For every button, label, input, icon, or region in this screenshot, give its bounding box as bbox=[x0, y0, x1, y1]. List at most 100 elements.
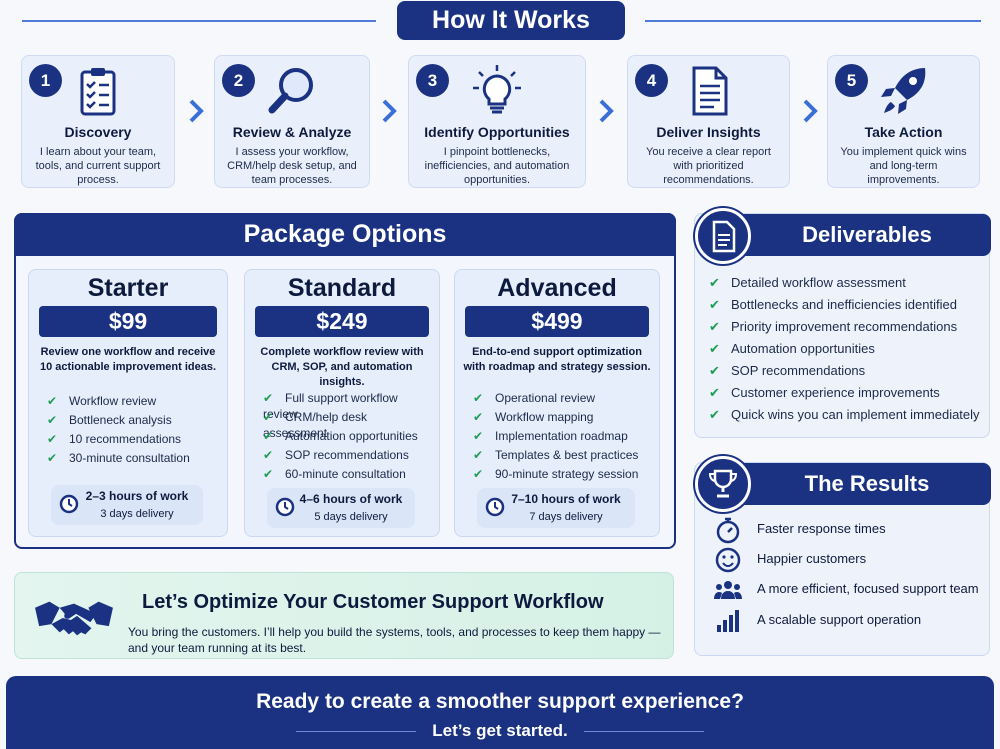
step-number: 1 bbox=[29, 64, 62, 97]
package-description: End-to-end support optimization with roa… bbox=[463, 346, 651, 373]
deliverables-panel: Deliverables ✔Detailed workflow assessme… bbox=[694, 213, 991, 438]
check-icon: ✔ bbox=[473, 391, 484, 405]
delivery-days: 5 days delivery bbox=[314, 511, 388, 523]
feature-item: ✔Workflow review bbox=[47, 394, 157, 408]
stopwatch-icon bbox=[716, 517, 740, 544]
delivery-days: 7 days delivery bbox=[529, 511, 603, 523]
check-icon: ✔ bbox=[263, 467, 274, 481]
team-icon bbox=[714, 581, 742, 599]
cta-title: Let’s Optimize Your Customer Support Wor… bbox=[142, 591, 604, 613]
magnifying-glass-icon bbox=[268, 68, 313, 114]
banner-line-left bbox=[296, 731, 416, 732]
results-badge bbox=[695, 456, 751, 512]
step-take-action: 5 Take Action You implement quick wins a… bbox=[827, 55, 980, 188]
banner-line-right bbox=[584, 731, 704, 732]
check-icon: ✔ bbox=[47, 432, 58, 446]
package-name: Standard bbox=[287, 274, 397, 302]
feature-item: ✔Bottleneck analysis bbox=[47, 413, 172, 427]
package-options-title: Package Options bbox=[14, 213, 676, 256]
check-icon: ✔ bbox=[473, 467, 484, 481]
check-icon: ✔ bbox=[709, 341, 720, 356]
delivery-info: 4–6 hours of work 5 days delivery bbox=[267, 488, 415, 528]
clock-icon bbox=[485, 497, 505, 517]
smiley-icon bbox=[715, 547, 741, 573]
check-icon: ✔ bbox=[263, 448, 274, 462]
clipboard-checklist-icon bbox=[80, 68, 116, 116]
package-price: $249 bbox=[255, 306, 429, 337]
check-icon: ✔ bbox=[473, 448, 484, 462]
package-options-panel: Package Options Starter $99 Review one w… bbox=[14, 213, 676, 549]
check-icon: ✔ bbox=[473, 410, 484, 424]
step-title: Take Action bbox=[864, 124, 943, 140]
package-card-starter[interactable]: Starter $99 Review one workflow and rece… bbox=[28, 269, 228, 537]
check-icon: ✔ bbox=[709, 407, 720, 422]
result-item: Happier customers bbox=[695, 545, 989, 575]
feature-item: ✔SOP recommendations bbox=[263, 448, 409, 462]
trophy-icon bbox=[708, 469, 738, 498]
deliverables-title: Deliverables bbox=[723, 214, 991, 256]
feature-item: ✔Templates & best practices bbox=[473, 448, 639, 462]
check-icon: ✔ bbox=[709, 363, 720, 378]
step-title: Deliver Insights bbox=[656, 124, 761, 140]
document-icon bbox=[712, 220, 736, 253]
package-name: Starter bbox=[87, 274, 169, 302]
package-card-advanced[interactable]: Advanced $499 End-to-end support optimiz… bbox=[454, 269, 660, 537]
feature-item: ✔Implementation roadmap bbox=[473, 429, 628, 443]
step-description: I learn about your team, tools, and curr… bbox=[35, 146, 161, 186]
delivery-info: 2–3 hours of work 3 days delivery bbox=[51, 485, 203, 525]
package-description: Review one workflow and receive 10 actio… bbox=[39, 346, 217, 373]
get-started-banner: Ready to create a smoother support exper… bbox=[6, 676, 994, 749]
step-identify-opportunities: 3 Identify Opportunities I pinpoint bott… bbox=[408, 55, 586, 188]
chevron-right-icon bbox=[599, 99, 614, 123]
results-title: The Results bbox=[723, 463, 991, 505]
result-item: A scalable support operation bbox=[695, 606, 989, 636]
banner-question: Ready to create a smoother support exper… bbox=[256, 690, 744, 713]
step-review-analyze: 2 Review & Analyze I assess your workflo… bbox=[214, 55, 370, 188]
header-line-left bbox=[22, 20, 376, 22]
step-title: Review & Analyze bbox=[232, 124, 352, 140]
check-icon: ✔ bbox=[47, 394, 58, 408]
package-description: Complete workflow review with CRM, SOP, … bbox=[260, 346, 424, 388]
optimize-cta-box: Let’s Optimize Your Customer Support Wor… bbox=[14, 572, 674, 659]
step-number: 2 bbox=[222, 64, 255, 97]
feature-item: ✔CRM/help desk assessment bbox=[263, 410, 368, 440]
document-icon bbox=[692, 66, 727, 116]
step-number: 4 bbox=[635, 64, 668, 97]
delivery-days: 3 days delivery bbox=[100, 508, 174, 520]
check-icon: ✔ bbox=[473, 429, 484, 443]
chevron-right-icon bbox=[189, 99, 204, 123]
check-icon: ✔ bbox=[47, 451, 58, 465]
check-icon: ✔ bbox=[709, 385, 720, 400]
check-icon: ✔ bbox=[263, 429, 274, 443]
feature-item: ✔10 recommendations bbox=[47, 432, 182, 446]
lightbulb-icon bbox=[473, 65, 521, 114]
package-card-standard[interactable]: Standard $249 Complete workflow review w… bbox=[244, 269, 440, 537]
get-started-link[interactable]: Let’s get started. bbox=[432, 721, 568, 740]
check-icon: ✔ bbox=[263, 391, 274, 405]
deliverables-badge bbox=[695, 208, 751, 264]
step-description: I assess your workflow, CRM/help desk se… bbox=[227, 146, 357, 186]
step-description: I pinpoint bottlenecks, inefficiencies, … bbox=[424, 146, 570, 186]
work-hours: 7–10 hours of work bbox=[511, 492, 621, 506]
cta-text: You bring the customers. I’ll help you b… bbox=[128, 625, 661, 655]
check-icon: ✔ bbox=[709, 297, 720, 312]
step-title: Discovery bbox=[64, 124, 132, 140]
feature-item: ✔90-minute strategy session bbox=[473, 467, 639, 481]
chevron-right-icon bbox=[803, 99, 818, 123]
work-hours: 4–6 hours of work bbox=[299, 492, 403, 506]
header-line-right bbox=[645, 20, 981, 22]
feature-item: ✔Workflow mapping bbox=[473, 410, 594, 424]
feature-item: ✔Full support workflow review bbox=[263, 391, 398, 421]
rocket-icon bbox=[880, 68, 925, 114]
step-deliver-insights: 4 Deliver Insights You receive a clear r… bbox=[627, 55, 790, 188]
step-number: 5 bbox=[835, 64, 868, 97]
check-icon: ✔ bbox=[47, 413, 58, 427]
feature-item: ✔30-minute consultation bbox=[47, 451, 190, 465]
step-title: Identify Opportunities bbox=[424, 124, 570, 140]
clock-icon bbox=[275, 497, 295, 517]
work-hours: 2–3 hours of work bbox=[85, 489, 189, 503]
feature-item: ✔Operational review bbox=[473, 391, 596, 405]
step-discovery: 1 Discovery I learn about your team, too… bbox=[21, 55, 175, 188]
clock-icon bbox=[59, 494, 79, 514]
check-icon: ✔ bbox=[709, 275, 720, 290]
